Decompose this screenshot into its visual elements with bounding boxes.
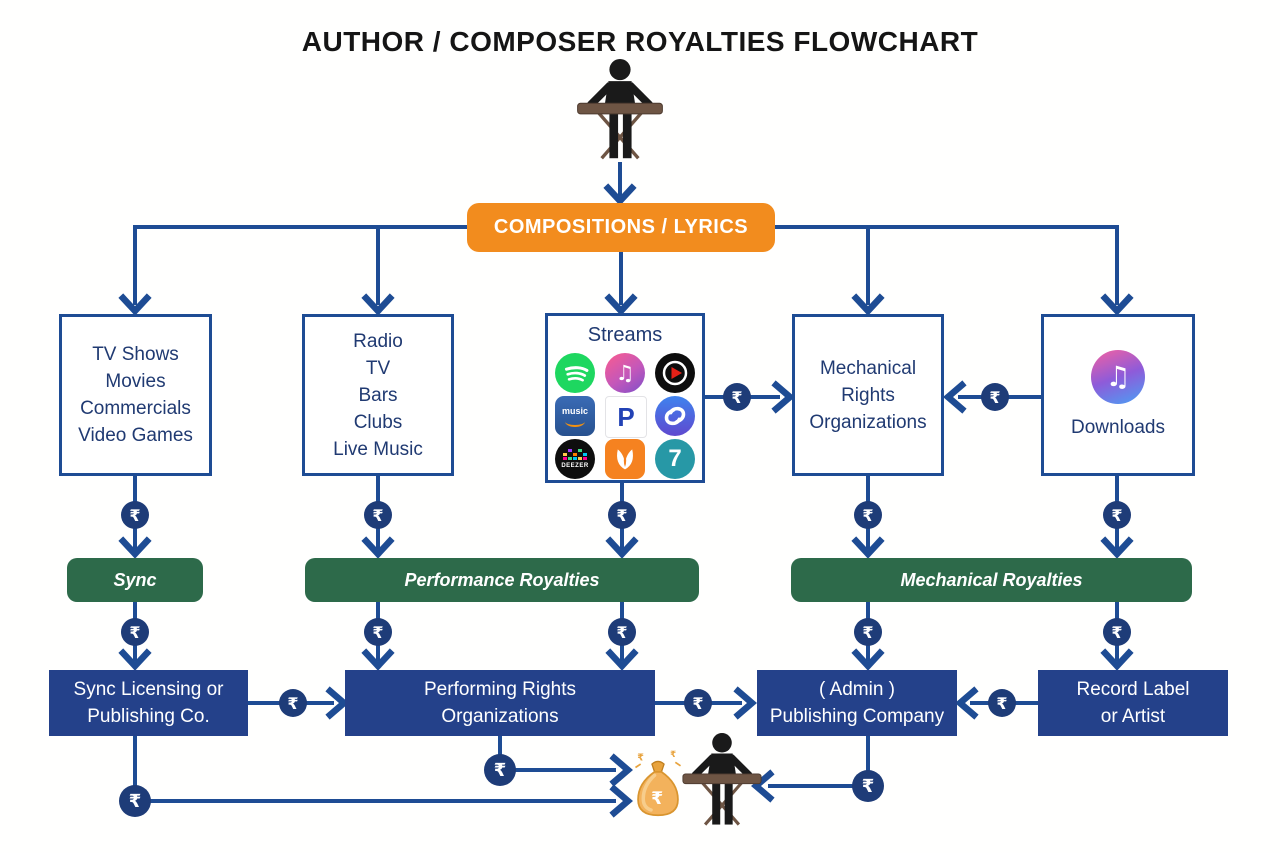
node-line: Clubs bbox=[353, 411, 403, 433]
composer-at-keyboard-icon bbox=[577, 58, 663, 160]
rupee-badge: ₹ bbox=[608, 618, 636, 646]
pill-sync: Sync bbox=[67, 558, 203, 602]
node-line: Mechanical bbox=[819, 357, 917, 379]
node-line: Organizations bbox=[441, 706, 559, 727]
node-line: or Artist bbox=[1100, 706, 1166, 727]
node-label: COMPOSITIONS / LYRICS bbox=[493, 216, 749, 238]
rupee-badge: ₹ bbox=[484, 754, 516, 786]
page-title: AUTHOR / COMPOSER ROYALTIES FLOWCHART bbox=[301, 26, 979, 57]
pill-label: Sync bbox=[113, 569, 157, 590]
node-line: Commercials bbox=[80, 398, 191, 419]
rupee-badge: ₹ bbox=[121, 618, 149, 646]
rupee-badge: ₹ bbox=[723, 383, 751, 411]
jiosaavn-icon bbox=[605, 439, 645, 479]
pill-performance-royalties: Performance Royalties bbox=[305, 558, 699, 602]
svg-text:₹: ₹ bbox=[670, 750, 676, 760]
node-line: Publishing Co. bbox=[87, 706, 210, 727]
pandora-label: P bbox=[617, 402, 635, 432]
node-performing-rights-organizations: Performing Rights Organizations bbox=[345, 670, 655, 736]
pill-label: Mechanical Royalties bbox=[900, 569, 1083, 590]
node-line: Bars bbox=[358, 384, 398, 406]
node-line: Publishing Company bbox=[769, 706, 945, 727]
rupee-badge: ₹ bbox=[1103, 618, 1131, 646]
node-admin-publishing-company: ( Admin ) Publishing Company bbox=[757, 670, 957, 736]
youtube-music-icon bbox=[655, 353, 695, 393]
shazam-icon bbox=[655, 396, 695, 436]
apple-music-icon: ♫ bbox=[605, 353, 645, 393]
node-line: Movies bbox=[105, 371, 166, 392]
rupee-badge: ₹ bbox=[854, 501, 882, 529]
node-line: ( Admin ) bbox=[818, 679, 896, 700]
node-tv-movies-commercials-games: TV Shows Movies Commercials Video Games bbox=[59, 314, 212, 476]
rupee-badge: ₹ bbox=[684, 689, 712, 717]
rupee-badge: ₹ bbox=[121, 501, 149, 529]
spotify-icon bbox=[555, 353, 595, 393]
downloads-label: Downloads bbox=[1071, 416, 1165, 438]
rupee-badge: ₹ bbox=[279, 689, 307, 717]
node-radio-tv-bars-clubs: Radio TV Bars Clubs Live Music bbox=[302, 314, 454, 476]
rupee-badge: ₹ bbox=[981, 383, 1009, 411]
node-mechanical-rights-organizations: Mechanical Rights Organizations bbox=[792, 314, 944, 476]
amazon-smile bbox=[565, 416, 585, 427]
streams-label: Streams bbox=[587, 324, 663, 346]
rupee-badge: ₹ bbox=[364, 501, 392, 529]
itunes-icon: ♫ bbox=[1091, 349, 1145, 404]
node-line: Organizations bbox=[809, 411, 927, 433]
pill-label: Performance Royalties bbox=[404, 569, 600, 590]
amazon-music-label: music bbox=[561, 405, 588, 416]
rupee-badge: ₹ bbox=[364, 618, 392, 646]
node-line: Rights bbox=[841, 384, 895, 406]
node-compositions-lyrics: COMPOSITIONS / LYRICS bbox=[467, 203, 775, 252]
composer-at-keyboard-icon-bottom bbox=[682, 733, 762, 826]
node-line: Radio bbox=[353, 330, 403, 352]
node-line: TV Shows bbox=[92, 344, 179, 365]
seven-digital-icon: 7 bbox=[655, 439, 695, 479]
pill-mechanical-royalties: Mechanical Royalties bbox=[791, 558, 1192, 602]
node-line: Sync Licensing or bbox=[73, 679, 224, 700]
node-downloads: ♫ Downloads bbox=[1041, 314, 1195, 476]
svg-text:₹: ₹ bbox=[651, 789, 663, 809]
rupee-badge: ₹ bbox=[852, 770, 884, 802]
seven-digital-label: 7 bbox=[668, 445, 682, 472]
node-line: TV bbox=[365, 357, 391, 379]
node-sync-licensing-publishing-co: Sync Licensing or Publishing Co. bbox=[49, 670, 248, 736]
node-line: Video Games bbox=[78, 425, 193, 446]
node-streams: Streams ♫ music bbox=[545, 313, 705, 483]
rupee-badge: ₹ bbox=[119, 785, 151, 817]
rupee-badge: ₹ bbox=[1103, 501, 1131, 529]
streaming-services-grid: ♫ music P bbox=[555, 353, 695, 479]
deezer-icon: DEEZER bbox=[555, 439, 595, 479]
amazon-music-icon: music bbox=[555, 396, 595, 436]
rupee-badge: ₹ bbox=[988, 689, 1016, 717]
node-line: Record Label bbox=[1076, 679, 1190, 700]
deezer-label: DEEZER bbox=[561, 462, 589, 469]
pandora-icon: P bbox=[605, 396, 647, 438]
node-line: Live Music bbox=[333, 438, 423, 460]
svg-text:₹: ₹ bbox=[637, 753, 644, 764]
node-record-label-or-artist: Record Label or Artist bbox=[1038, 670, 1228, 736]
rupee-badge: ₹ bbox=[608, 501, 636, 529]
node-line: Performing Rights bbox=[423, 679, 577, 700]
money-bag-icon: ₹ ₹ ₹ bbox=[634, 750, 682, 817]
rupee-badge: ₹ bbox=[854, 618, 882, 646]
